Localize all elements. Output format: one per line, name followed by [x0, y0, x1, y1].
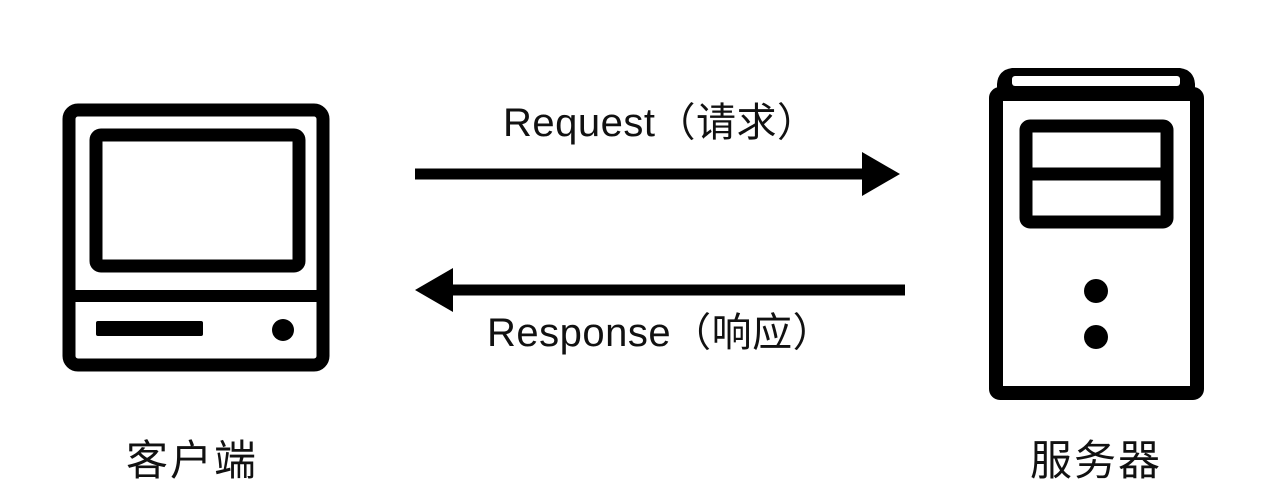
computer-power-dot	[272, 319, 294, 341]
server-indicator-dot-bottom	[1084, 325, 1108, 349]
desktop-computer-icon	[62, 103, 330, 372]
request-arrow	[415, 152, 900, 196]
response-arrow	[415, 268, 905, 312]
server-top-vent-slot	[1012, 76, 1180, 86]
computer-drive-slot	[96, 321, 203, 336]
response-arrow-label: Response（响应）	[487, 311, 834, 355]
request-arrow-head	[862, 152, 900, 196]
response-arrow-head	[415, 268, 453, 312]
server-tower-icon	[989, 68, 1204, 400]
diagram-canvas: Request（请求） Response（响应） 客户端 服务器	[62, 68, 1204, 482]
server-caption: 服务器	[1030, 437, 1163, 484]
request-arrow-label: Request（请求）	[503, 101, 818, 145]
client-caption: 客户端	[126, 437, 259, 484]
diagram-graphics	[62, 68, 1204, 400]
computer-screen	[89, 128, 306, 273]
server-indicator-dot-top	[1084, 279, 1108, 303]
